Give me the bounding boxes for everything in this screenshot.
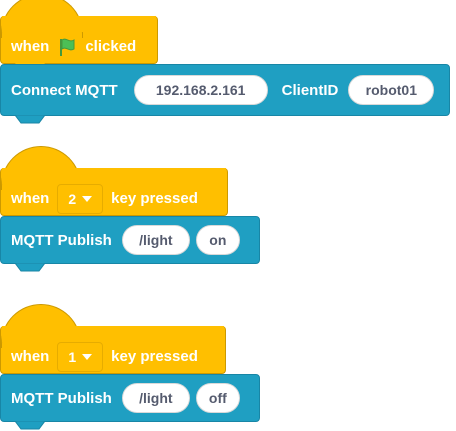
- client-id-label: ClientID: [281, 81, 339, 99]
- clicked-label: clicked: [85, 38, 137, 55]
- when-label: when: [11, 190, 50, 207]
- key-dropdown[interactable]: 1: [57, 341, 104, 372]
- key-value: 2: [68, 190, 77, 207]
- when-label: when: [11, 348, 50, 365]
- when-key-1-pressed-block[interactable]: when 1 key pressed: [0, 304, 226, 374]
- key-value: 1: [68, 348, 77, 365]
- message-input[interactable]: off: [195, 383, 240, 413]
- key-dropdown[interactable]: 2: [57, 183, 104, 214]
- ip-address-input[interactable]: 192.168.2.161: [133, 75, 268, 105]
- mqtt-publish-label: MQTT Publish: [11, 231, 112, 249]
- key-pressed-label: key pressed: [111, 348, 198, 365]
- when-label: when: [11, 38, 50, 55]
- mqtt-publish-block[interactable]: MQTT Publish /light on: [0, 216, 260, 272]
- when-key-2-pressed-block[interactable]: when 2 key pressed: [0, 146, 228, 216]
- message-input[interactable]: on: [195, 225, 240, 255]
- client-id-input[interactable]: robot01: [348, 75, 435, 105]
- when-flag-clicked-block[interactable]: when clicked: [0, 0, 158, 71]
- key-pressed-label: key pressed: [111, 190, 198, 207]
- connect-mqtt-block[interactable]: Connect MQTT 192.168.2.161 ClientID robo…: [0, 64, 450, 124]
- topic-input[interactable]: /light: [121, 383, 190, 413]
- dropdown-arrow-icon: [82, 353, 93, 360]
- dropdown-arrow-icon: [82, 195, 93, 202]
- connect-mqtt-label: Connect MQTT: [11, 81, 118, 99]
- green-flag-icon: [60, 38, 75, 56]
- mqtt-publish-block[interactable]: MQTT Publish /light off: [0, 374, 260, 430]
- topic-input[interactable]: /light: [121, 225, 190, 255]
- mqtt-publish-label: MQTT Publish: [11, 389, 112, 407]
